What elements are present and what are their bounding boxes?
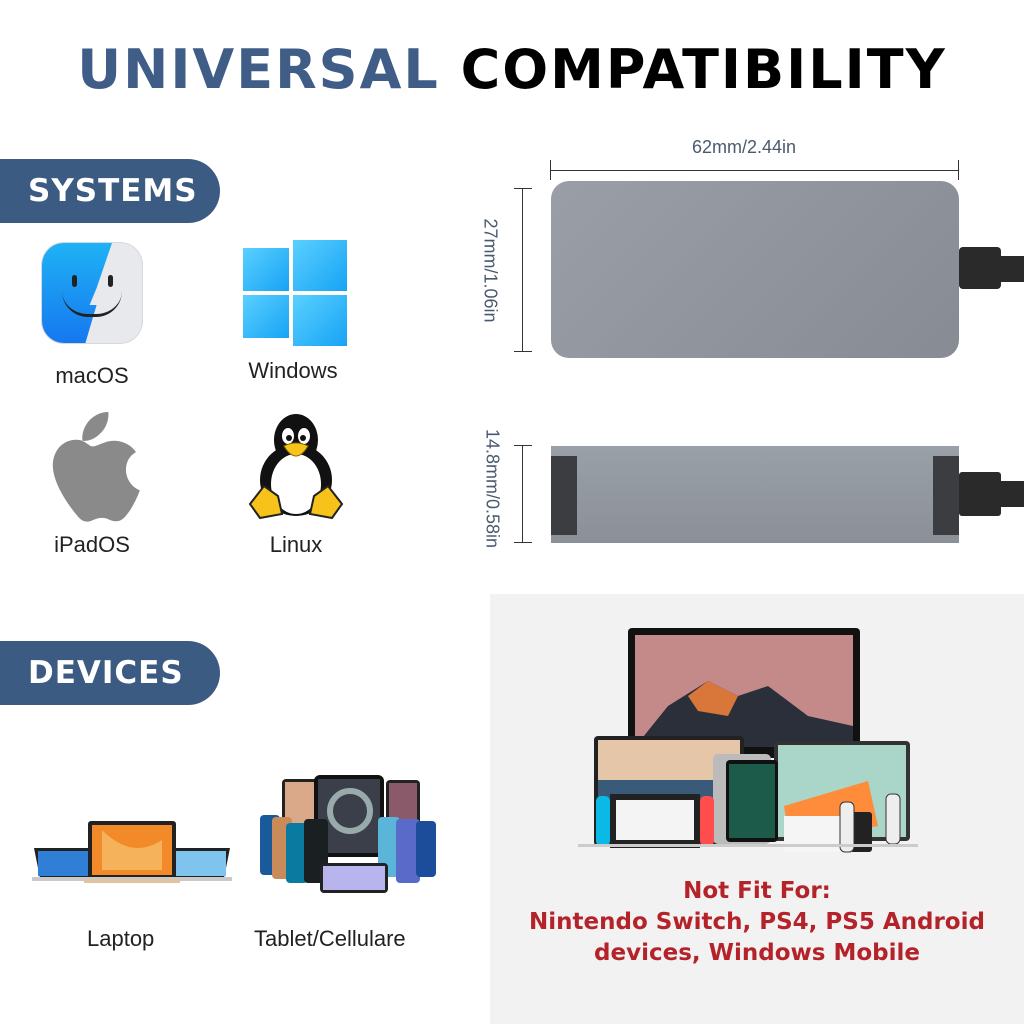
not-fit-panel bbox=[490, 594, 1024, 1024]
cable-side-wire bbox=[999, 481, 1024, 507]
thickness-tick-bottom bbox=[514, 542, 532, 543]
system-linux: Linux bbox=[216, 412, 376, 558]
title-universal: UNIVERSAL bbox=[77, 38, 440, 101]
width-tick-left bbox=[550, 160, 551, 180]
device-label: Laptop bbox=[87, 926, 155, 951]
laptops-image bbox=[32, 820, 232, 890]
tux-icon bbox=[241, 412, 351, 522]
system-ipados: iPadOS bbox=[12, 412, 172, 558]
not-fit-line2: devices, Windows Mobile bbox=[594, 940, 920, 966]
height-dimension: 27mm/1.06in bbox=[480, 218, 501, 323]
cable-top-wire bbox=[999, 256, 1024, 282]
not-fit-heading: Not Fit For: bbox=[683, 878, 831, 904]
thickness-tick-top bbox=[514, 445, 532, 446]
system-label: Windows bbox=[248, 358, 338, 383]
hub-side-view bbox=[551, 446, 959, 543]
windows-icon bbox=[238, 238, 348, 348]
systems-banner: SYSTEMS bbox=[0, 159, 220, 223]
width-dimension: 62mm/2.44in bbox=[692, 137, 797, 157]
system-label: Linux bbox=[269, 532, 323, 557]
cable-side bbox=[959, 472, 1001, 516]
height-line bbox=[522, 188, 523, 352]
incompatible-devices-image bbox=[578, 628, 918, 853]
title-compatibility: COMPATIBILITY bbox=[460, 38, 947, 101]
thickness-dimension: 14.8mm/0.58in bbox=[482, 428, 503, 549]
width-tick-right bbox=[958, 160, 959, 180]
not-fit-line1: Nintendo Switch, PS4, PS5 Android bbox=[529, 909, 985, 935]
thickness-line bbox=[522, 445, 523, 543]
device-label: Tablet/Cellulare bbox=[254, 926, 406, 951]
hub-top-view bbox=[551, 181, 959, 358]
phones-tablets-image bbox=[258, 775, 438, 895]
width-line bbox=[550, 170, 959, 171]
cable-top bbox=[959, 247, 1001, 289]
system-label: macOS bbox=[55, 363, 129, 388]
apple-icon bbox=[37, 412, 147, 522]
finder-icon bbox=[37, 243, 147, 353]
page-title: UNIVERSAL COMPATIBILITY bbox=[0, 38, 1024, 101]
height-tick-top bbox=[514, 188, 532, 189]
devices-banner: DEVICES bbox=[0, 641, 220, 705]
height-tick-bottom bbox=[514, 351, 532, 352]
system-macos: macOS bbox=[12, 238, 172, 389]
system-label: iPadOS bbox=[54, 532, 130, 557]
not-fit-text: Not Fit For: Nintendo Switch, PS4, PS5 A… bbox=[490, 876, 1024, 969]
system-windows: Windows bbox=[213, 238, 373, 384]
